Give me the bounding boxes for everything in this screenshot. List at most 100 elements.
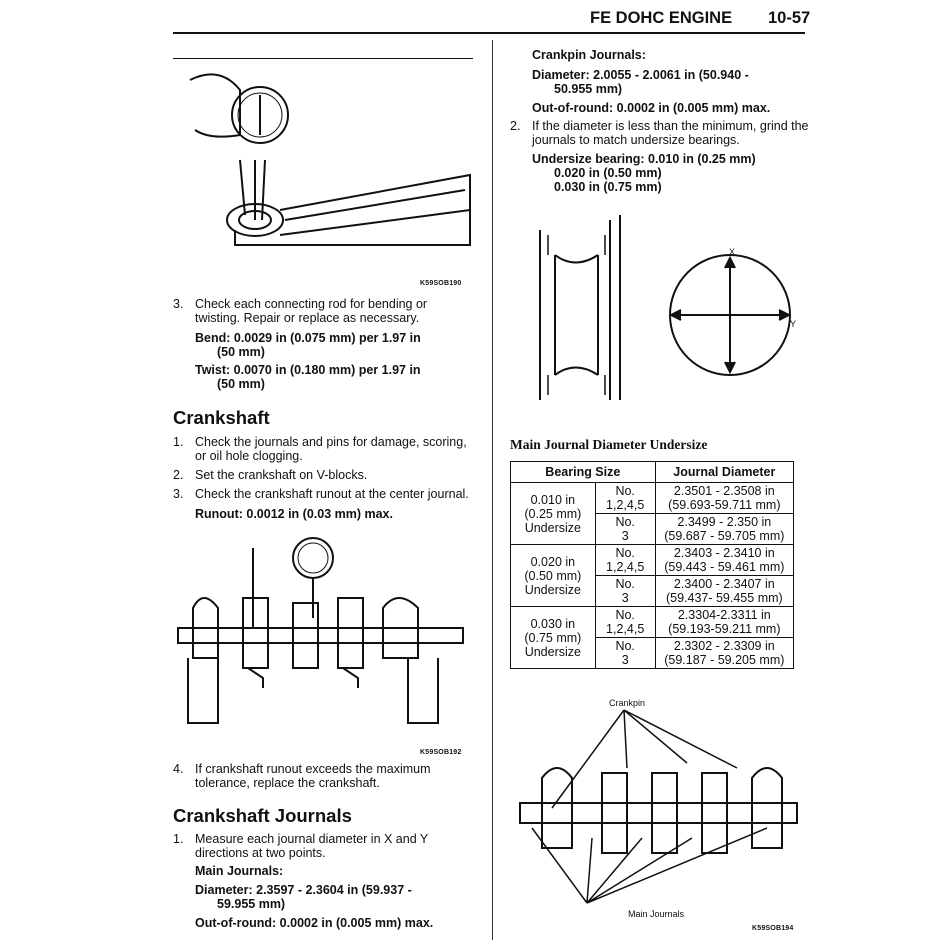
step-number: 2.	[510, 119, 521, 133]
diameter-mm: (59.187 - 59.205 mm)	[664, 653, 785, 667]
step-number: 4.	[173, 762, 184, 776]
step-text: Set the crankshaft on V-blocks.	[195, 468, 368, 482]
no-label: No.	[615, 608, 635, 622]
journal-no-cell: No.1,2,4,5	[594, 544, 656, 576]
step-number: 1.	[173, 832, 184, 846]
spec-text-2: 59.955 mm)	[217, 897, 286, 911]
size-undersize: Undersize	[524, 644, 581, 659]
diameter-mm: (59.437- 59.455 mm)	[665, 591, 783, 605]
figure-rule	[173, 58, 473, 59]
journals-item-1: 1. Measure each journal diameter in X and…	[173, 832, 453, 860]
journal-no-cell: No.1,2,4,5	[594, 606, 656, 638]
main-oor-spec: Out-of-round: 0.0002 in (0.005 mm) max.	[195, 916, 434, 930]
table-header-row: Bearing Size Journal Diameter	[510, 461, 795, 483]
figure-code: K59SOB194	[752, 925, 794, 932]
step-text: If the diameter is less than the minimum…	[532, 119, 809, 147]
section-heading-crankshaft-journals: Crankshaft Journals	[173, 805, 352, 826]
twist-spec-text-2: (50 mm)	[217, 377, 265, 391]
diameter-cell: 2.3499 - 2.350 in(59.687 - 59.705 mm)	[654, 513, 795, 545]
diameter-mm: (59.193-59.211 mm)	[668, 622, 781, 636]
size-in: 0.010 in	[530, 492, 576, 507]
step-number: 3.	[173, 297, 184, 311]
step-text: Check the journals and pins for damage, …	[195, 435, 467, 463]
diameter-cell: 2.3304-2.3311 in(59.193-59.211 mm)	[654, 606, 795, 638]
crankshaft-item-2: 2. Set the crankshaft on V-blocks.	[173, 468, 473, 482]
journal-positions: 3	[621, 529, 629, 543]
crankshaft-item-1: 1. Check the journals and pins for damage…	[173, 435, 473, 463]
crankpin-oor-spec: Out-of-round: 0.0002 in (0.005 mm) max.	[532, 101, 771, 115]
journal-no-cell: No.3	[594, 637, 656, 669]
diameter-in: 2.3499 - 2.350 in	[677, 515, 772, 529]
bend-spec-text-2: (50 mm)	[217, 345, 265, 359]
crankshaft-journals-figure	[519, 709, 798, 904]
step-text: Check each connecting rod for bending or…	[195, 297, 428, 325]
journal-positions: 1,2,4,5	[606, 560, 645, 574]
step-text: If crankshaft runout exceeds the maximum…	[195, 762, 431, 790]
diameter-cell: 2.3501 - 2.3508 in(59.693-59.711 mm)	[654, 482, 795, 514]
journal-positions: 1,2,4,5	[606, 622, 645, 636]
crankshaft-item-3: 3.Check the crankshaft runout at the cen…	[173, 487, 473, 501]
undersize-bearing-spec: Undersize bearing: 0.010 in (0.25 mm) 0.…	[532, 152, 756, 194]
step-3-rod-check: 3. Check each connecting rod for bending…	[173, 297, 473, 325]
section-heading-crankshaft: Crankshaft	[173, 407, 270, 428]
header-journal-diameter: Journal Diameter	[654, 461, 795, 483]
size-mm: (0.50 mm)	[524, 568, 582, 583]
twist-spec: Twist: 0.0070 in (0.180 mm) per 1.97 in(…	[195, 363, 421, 391]
no-label: No.	[615, 546, 635, 560]
undersize-table: Bearing Size Journal Diameter 0.010 in(0…	[510, 461, 795, 669]
spec-text: Diameter: 2.3597 - 2.3604 in (59.937 -	[195, 883, 412, 897]
step-number: 2.	[173, 468, 184, 482]
diameter-in: 2.3302 - 2.3309 in	[673, 639, 775, 653]
axis-y-label: Y	[790, 319, 797, 329]
twist-spec-text: Twist: 0.0070 in (0.180 mm) per 1.97 in	[195, 363, 421, 377]
journal-positions: 3	[621, 653, 629, 667]
step-number: 1.	[173, 435, 184, 449]
table-row: No.3 2.3302 - 2.3309 in(59.187 - 59.205 …	[511, 637, 795, 669]
bearing-size-cell: 0.020 in(0.50 mm)Undersize	[510, 544, 596, 607]
no-label: No.	[615, 577, 635, 591]
undersize-line: 0.030 in (0.75 mm)	[554, 180, 662, 194]
spec-text-2: 50.955 mm)	[554, 82, 623, 96]
bend-spec: Bend: 0.0029 in (0.075 mm) per 1.97 in(5…	[195, 331, 421, 359]
step-2-grind: 2. If the diameter is less than the minim…	[510, 119, 810, 147]
column-divider	[492, 40, 493, 940]
axis-x-label: X	[729, 247, 736, 257]
header-rule	[173, 32, 805, 34]
step-text: Check the crankshaft runout at the cente…	[195, 487, 469, 501]
journal-no-cell: No.3	[594, 513, 656, 545]
table-row: 0.020 in(0.50 mm)Undersize No.1,2,4,5 2.…	[510, 544, 795, 607]
size-in: 0.020 in	[530, 554, 576, 569]
diameter-mm: (59.687 - 59.705 mm)	[664, 529, 785, 543]
page-number: 10-57	[768, 9, 811, 27]
crankshaft-runout-figure	[177, 537, 464, 724]
crankpin-diameter-spec: Diameter: 2.0055 - 2.0061 in (50.940 -50…	[532, 68, 749, 96]
journal-positions: 1,2,4,5	[606, 498, 645, 512]
no-label: No.	[615, 639, 635, 653]
journal-no-cell: No.3	[594, 575, 656, 607]
diameter-in: 2.3501 - 2.3508 in	[673, 484, 775, 498]
diameter-cell: 2.3400 - 2.3407 in(59.437- 59.455 mm)	[654, 575, 795, 607]
spec-text: Diameter: 2.0055 - 2.0061 in (50.940 -	[532, 68, 749, 82]
size-mm: (0.75 mm)	[524, 630, 582, 645]
diameter-mm: (59.693-59.711 mm)	[668, 498, 781, 512]
diameter-cell: 2.3403 - 2.3410 in(59.443 - 59.461 mm)	[654, 544, 795, 576]
diameter-mm: (59.443 - 59.461 mm)	[664, 560, 785, 574]
crankpin-journals-label: Crankpin Journals:	[532, 48, 646, 62]
table-row: 0.010 in(0.25 mm)Undersize No.1,2,4,5 2.…	[510, 482, 795, 545]
step-text: Measure each journal diameter in X and Y…	[195, 832, 429, 860]
figure-code: K59SOB192	[420, 749, 462, 756]
connecting-rod-gauge-figure	[189, 73, 471, 246]
header-title: FE DOHC ENGINE	[590, 9, 733, 27]
crankpin-callout: Crankpin	[609, 698, 646, 708]
size-mm: (0.25 mm)	[524, 506, 582, 521]
diameter-in: 2.3403 - 2.3410 in	[673, 546, 775, 560]
undersize-line: Undersize bearing: 0.010 in (0.25 mm)	[532, 152, 756, 166]
bend-spec-text: Bend: 0.0029 in (0.075 mm) per 1.97 in	[195, 331, 421, 345]
journal-positions: 3	[621, 591, 629, 605]
diameter-in: 2.3304-2.3311 in	[677, 608, 771, 622]
table-row: No.3 2.3499 - 2.350 in(59.687 - 59.705 m…	[511, 513, 795, 545]
diameter-in: 2.3400 - 2.3407 in	[673, 577, 775, 591]
undersize-line: 0.020 in (0.50 mm)	[554, 166, 662, 180]
table-row: 0.030 in(0.75 mm)Undersize No.1,2,4,5 2.…	[510, 606, 795, 669]
step-4-replace: 4. If crankshaft runout exceeds the maxim…	[173, 762, 473, 790]
